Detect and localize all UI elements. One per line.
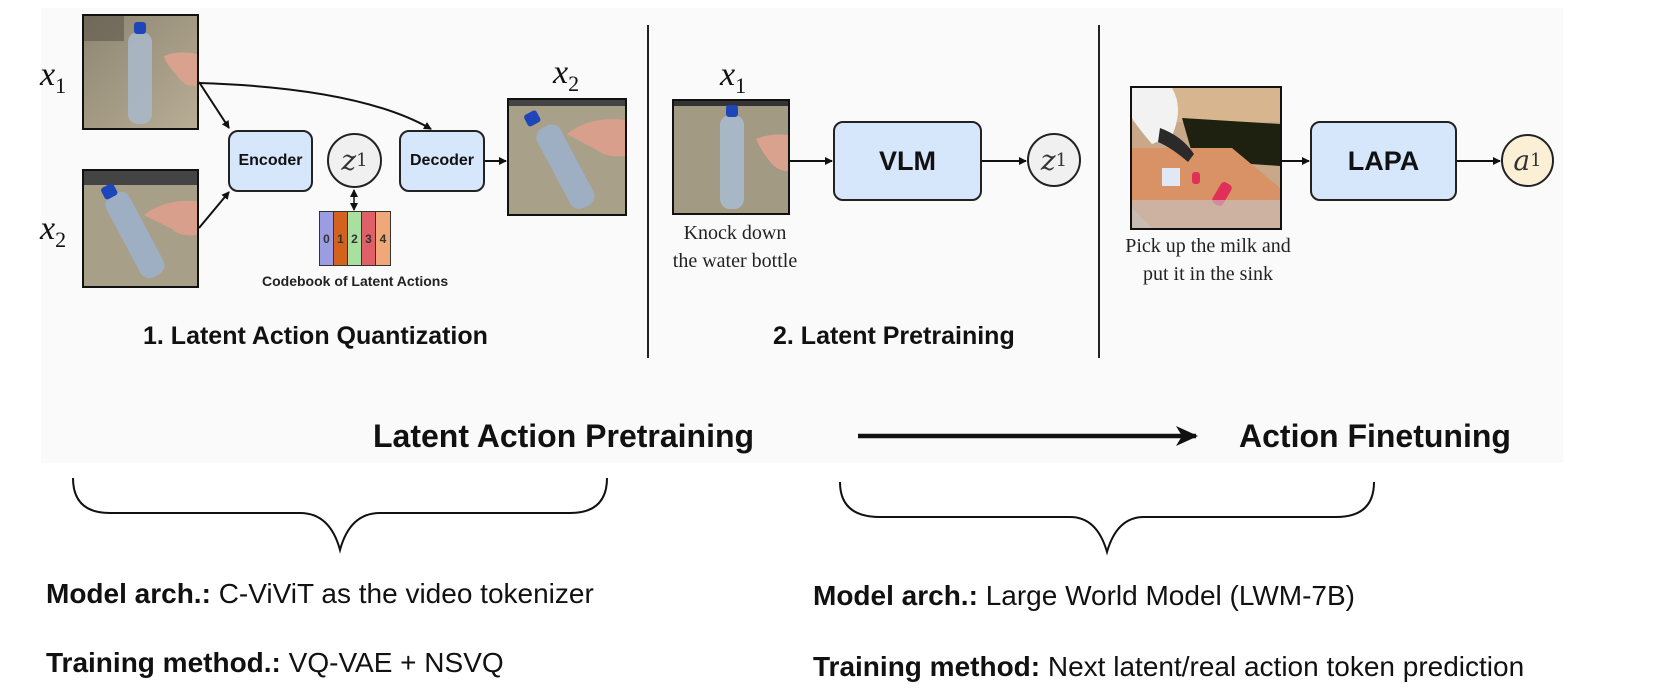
encoder-box: Encoder xyxy=(228,130,313,192)
brace-left xyxy=(72,477,608,554)
input-x2-label: x2 xyxy=(40,210,67,252)
lapa-box: LAPA xyxy=(1310,121,1457,201)
section-1-title: 1. Latent Action Quantization xyxy=(143,322,488,350)
codebook-cell-0: 0 xyxy=(320,212,334,265)
bottle-reconstructed-image xyxy=(507,98,627,216)
phase-action-finetuning: Action Finetuning xyxy=(1239,418,1511,454)
robot-kitchen-image xyxy=(1130,86,1282,230)
right-model-arch-key: Model arch.: xyxy=(813,580,978,611)
pretrain-caption: Knock down the water bottle xyxy=(655,219,815,275)
codebook-label: Codebook of Latent Actions xyxy=(262,273,449,289)
latent-action-codebook: 0 1 2 3 4 xyxy=(319,211,391,266)
lapa-label: LAPA xyxy=(1347,145,1420,176)
output-x2-label: x2 xyxy=(553,54,580,96)
left-model-arch-key: Model arch.: xyxy=(46,578,211,609)
left-model-arch: Model arch.: C-ViViT as the video tokeni… xyxy=(46,578,594,610)
bottle-falling-image xyxy=(82,169,199,288)
pretrain-caption-line-1: Knock down xyxy=(683,222,787,244)
pretrain-x1-label: x1 xyxy=(720,56,747,98)
vlm-box: VLM xyxy=(833,121,982,201)
codebook-cell-2: 2 xyxy=(348,212,362,265)
brace-right xyxy=(839,481,1375,556)
input-x1-label: x1 xyxy=(40,56,67,98)
codebook-cell-3: 3 xyxy=(362,212,376,265)
section-divider-2 xyxy=(1098,25,1100,358)
left-training-method-key: Training method.: xyxy=(46,647,281,678)
left-model-arch-value: C-ViViT as the video tokenizer xyxy=(210,578,594,609)
finetune-caption-line-1: Pick up the milk and xyxy=(1125,235,1291,257)
pretrain-bottle-image xyxy=(672,99,790,215)
vlm-label: VLM xyxy=(879,145,936,176)
phase-latent-action-pretraining: Latent Action Pretraining xyxy=(373,418,755,454)
left-training-method-value: VQ-VAE + NSVQ xyxy=(280,647,504,678)
right-model-arch: Model arch.: Large World Model (LWM-7B) xyxy=(813,580,1355,612)
finetune-caption-line-2: put it in the sink xyxy=(1143,263,1273,285)
pretrain-caption-line-2: the water bottle xyxy=(672,250,798,272)
right-training-method-value: Next latent/real action token prediction xyxy=(1040,651,1525,682)
right-training-method-key: Training method: xyxy=(813,651,1041,682)
section-2-title: 2. Latent Pretraining xyxy=(773,322,1015,350)
section-divider-1 xyxy=(647,25,649,358)
codebook-cell-4: 4 xyxy=(376,212,390,265)
left-training-method: Training method.: VQ-VAE + NSVQ xyxy=(46,647,504,679)
right-model-arch-value: Large World Model (LWM-7B) xyxy=(977,580,1355,611)
encoder-label: Encoder xyxy=(238,152,303,169)
bottle-upright-image xyxy=(82,14,199,130)
right-training-method: Training method: Next latent/real action… xyxy=(813,651,1524,683)
decoder-label: Decoder xyxy=(409,152,475,169)
decoder-box: Decoder xyxy=(399,130,485,192)
finetune-caption: Pick up the milk and put it in the sink xyxy=(1103,232,1313,288)
codebook-cell-1: 1 xyxy=(334,212,348,265)
